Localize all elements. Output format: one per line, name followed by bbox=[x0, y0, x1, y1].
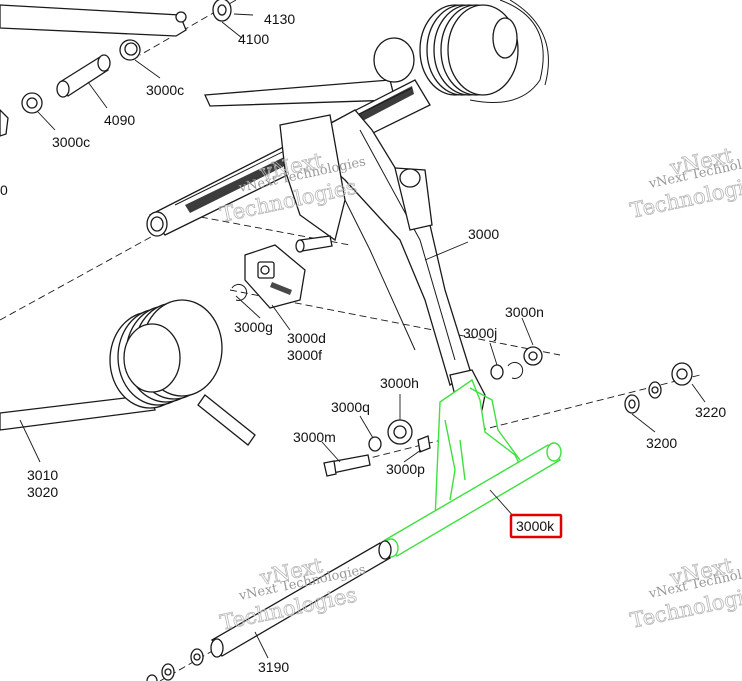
tube-4090[interactable] bbox=[56, 54, 111, 98]
ring-3000n[interactable] bbox=[507, 362, 524, 379]
rod-4130[interactable] bbox=[0, 4, 187, 37]
washer-3200-a[interactable] bbox=[624, 394, 640, 414]
label-3000c-left[interactable]: 3000c bbox=[52, 134, 90, 150]
bushing-edge-left bbox=[0, 109, 9, 137]
washer-3190-c[interactable] bbox=[146, 674, 158, 681]
label-3020[interactable]: 3020 bbox=[27, 484, 58, 500]
pin-3000-small[interactable] bbox=[295, 235, 333, 253]
label-3010[interactable]: 3010 bbox=[27, 467, 58, 483]
washer-4100[interactable] bbox=[212, 0, 232, 22]
bushing-3000c-left[interactable] bbox=[21, 92, 43, 114]
grease-fitting-3000p[interactable] bbox=[417, 435, 431, 453]
watermark-upper-center: vNext vNext Technologies Technologies bbox=[218, 148, 368, 227]
watermark-lower-right: vNext vNext Technologies Technologies bbox=[628, 553, 742, 633]
bolt-3000m[interactable] bbox=[323, 454, 371, 477]
washer-3190-b[interactable] bbox=[161, 663, 175, 681]
bracket-3000d[interactable] bbox=[244, 244, 306, 309]
nut-3000n[interactable] bbox=[523, 346, 543, 366]
label-3200[interactable]: 3200 bbox=[646, 435, 677, 451]
label-3000f[interactable]: 3000f bbox=[287, 347, 322, 363]
bushing-3000c-top[interactable] bbox=[119, 39, 141, 61]
label-4100[interactable]: 4100 bbox=[238, 31, 269, 47]
washer-3000q[interactable] bbox=[368, 436, 382, 452]
spring-lower[interactable] bbox=[0, 299, 256, 446]
label-3000j[interactable]: 3000j bbox=[463, 325, 497, 341]
highlighted-part-3000k[interactable] bbox=[383, 378, 562, 558]
watermark-upper-right: vNext vNext Technologies Technologies bbox=[628, 143, 742, 223]
shaft-3190[interactable] bbox=[210, 540, 392, 658]
label-3000[interactable]: 3000 bbox=[468, 226, 499, 242]
label-3220[interactable]: 3220 bbox=[695, 404, 726, 420]
label-4130[interactable]: 4130 bbox=[264, 11, 295, 27]
spring-upper[interactable] bbox=[204, 0, 549, 107]
label-3000n[interactable]: 3000n bbox=[505, 304, 544, 320]
leader-lines bbox=[19, 13, 706, 659]
svg-text:3000k: 3000k bbox=[516, 518, 555, 534]
label-3000q[interactable]: 3000q bbox=[331, 399, 370, 415]
label-3000c-top[interactable]: 3000c bbox=[146, 82, 184, 98]
washer-3200-b[interactable] bbox=[648, 381, 662, 399]
label-3000h[interactable]: 3000h bbox=[380, 375, 419, 391]
nut-3220[interactable] bbox=[671, 362, 693, 386]
label-3000d[interactable]: 3000d bbox=[287, 330, 326, 346]
label-3000g[interactable]: 3000g bbox=[234, 319, 273, 335]
washer-3190-a[interactable] bbox=[190, 648, 204, 666]
label-0[interactable]: 0 bbox=[0, 182, 8, 198]
label-4090[interactable]: 4090 bbox=[104, 112, 135, 128]
spacer-3000h[interactable] bbox=[387, 419, 413, 445]
part-labels: 4130 4100 3000c 4090 3000c 0 3000 3000n … bbox=[0, 11, 726, 675]
washer-3000j[interactable] bbox=[490, 364, 504, 380]
label-3190[interactable]: 3190 bbox=[258, 659, 289, 675]
label-3000p[interactable]: 3000p bbox=[386, 461, 425, 477]
label-3000m[interactable]: 3000m bbox=[293, 429, 336, 445]
label-3000k-highlight[interactable]: 3000k bbox=[509, 513, 563, 539]
